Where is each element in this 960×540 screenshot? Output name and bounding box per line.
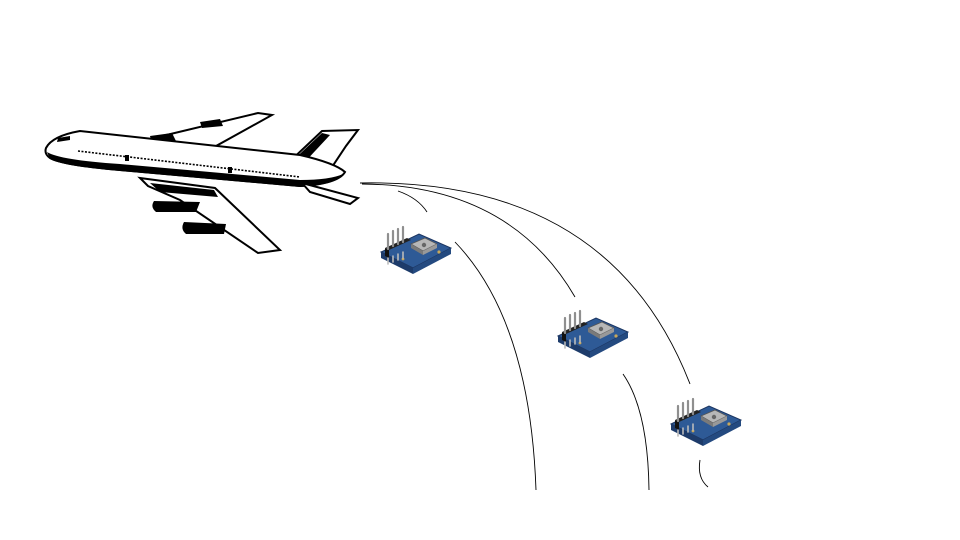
sensor-module-icon: [379, 225, 453, 276]
trajectory-line: [622, 373, 650, 491]
sensor-module-icon: [556, 309, 630, 360]
trajectory-line: [698, 459, 709, 488]
trajectory-line: [454, 241, 537, 491]
trajectory-line: [361, 183, 576, 298]
sensor-module-icon: [669, 397, 743, 448]
airplane-icon: [44, 111, 361, 255]
trajectory-lines: [359, 182, 709, 491]
trajectory-line: [397, 190, 428, 213]
trajectory-line: [359, 182, 691, 385]
